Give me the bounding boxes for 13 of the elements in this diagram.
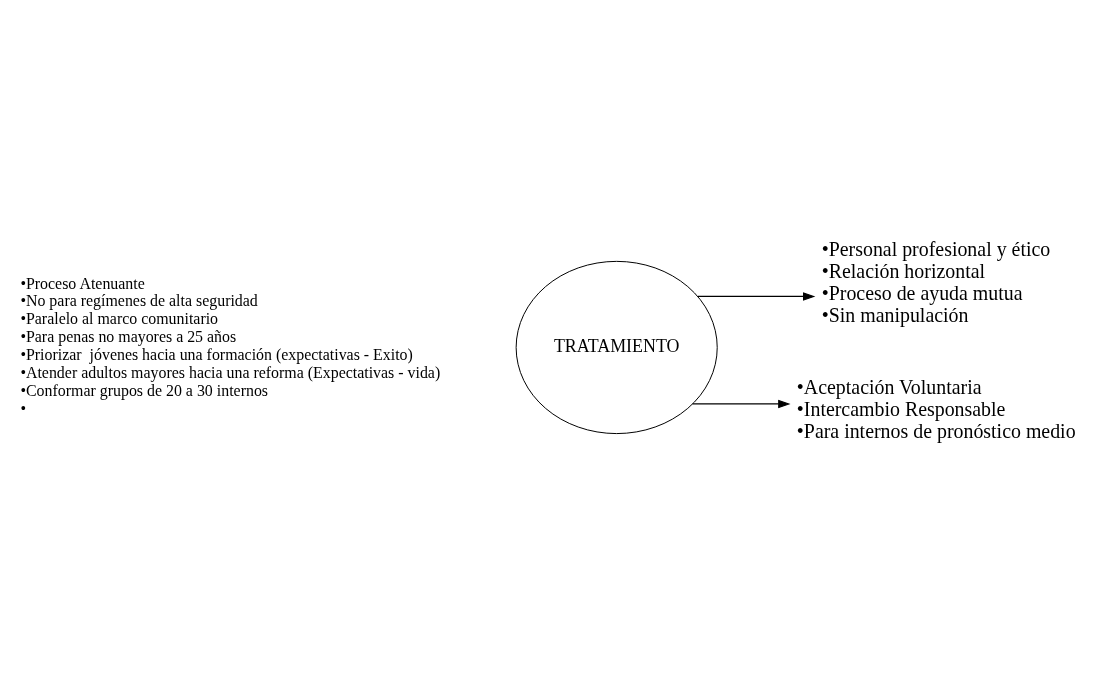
label: •Priorizar jóvenes hacia una formación (expectativas - Exito) [20,345,413,363]
arrow [692,399,791,408]
label: • [20,399,26,417]
label: •Conformar grupos de 20 a 30 internos [20,381,269,399]
node-text: •Aceptación Voluntaria •Intercambio Responsable •Para internos de pronóstico medio [796,375,1076,442]
node-text: •Personal profesional y ético •Relación horizontal •Proceso de ayuda mutua •Sin manipulación [821,237,1051,326]
label: •Proceso Atenuante [20,274,145,292]
label: •Atender adultos mayores hacia una reforma (Expectativas - vida) [20,363,441,381]
label: •No para regímenes de alta seguridad [20,291,258,309]
node-ellipse: TRATAMIENTO [515,260,718,434]
label: •Para penas no mayores a 25 años [20,327,237,345]
arrow [697,291,816,301]
label: •Paralelo al marco comunitario [20,309,219,327]
